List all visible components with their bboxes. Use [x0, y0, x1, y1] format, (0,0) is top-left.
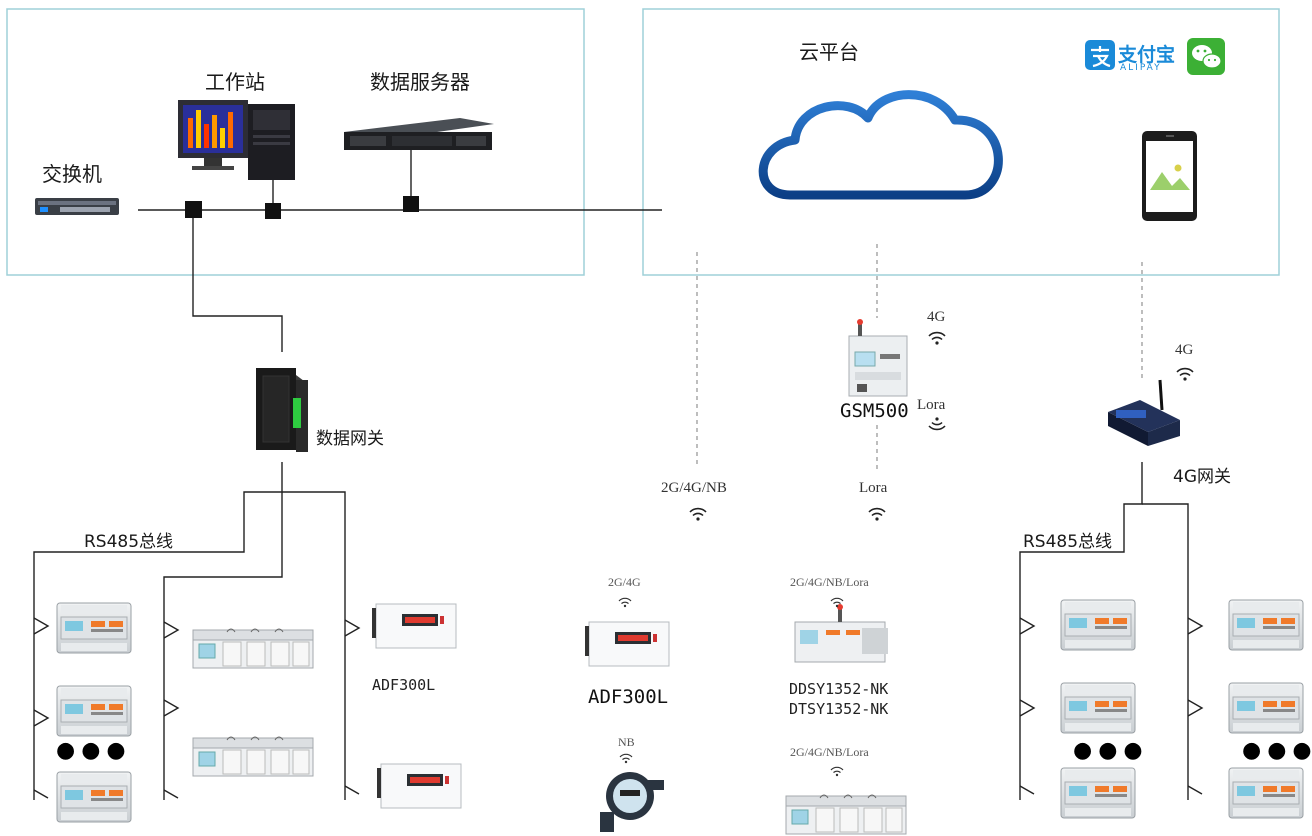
wifi-icon-gateway-4g — [1176, 367, 1194, 382]
wifi-icon-gsm500-lora — [928, 416, 946, 431]
wifi-icon-lora — [868, 507, 886, 522]
node-gateway — [185, 201, 202, 218]
cloud-icon — [758, 90, 1003, 200]
gsm500-4g-label: 4G — [927, 309, 946, 325]
adf300l-left-label: ADF300L — [372, 676, 436, 694]
gsm500-device-icon — [848, 319, 908, 397]
adf300l-wireless — [584, 621, 670, 667]
adf300l-left-2 — [376, 763, 462, 809]
meter-right-6 — [1228, 767, 1304, 819]
cloud-platform-panel — [642, 8, 1280, 276]
wifi-icon-meter-nb — [619, 753, 633, 764]
meter-lora2-label: 2G/4G/NB/Lora — [790, 745, 869, 759]
meter-right-2 — [1060, 682, 1136, 734]
node-workstation — [265, 203, 281, 219]
alipay-logo-icon — [1085, 40, 1115, 70]
rs485-bus-label-right: RS485总线 — [1023, 532, 1113, 552]
gateway-uplink — [192, 218, 283, 352]
gateway-4g-device-icon — [1108, 379, 1180, 446]
meter-lora1-label: 2G/4G/NB/Lora — [790, 575, 869, 589]
rail-meter-wireless — [785, 794, 907, 835]
rs485-bus-left-branch3 — [282, 491, 346, 800]
rs485-bus-label-left: RS485总线 — [84, 532, 174, 552]
gateway-4g-signal-label: 4G — [1175, 342, 1194, 358]
switch-label: 交换机 — [42, 162, 102, 186]
water-meter-icon — [600, 772, 664, 832]
wifi-icon-2g4gnb — [689, 507, 707, 522]
wifi-icon-gsm500-4g — [928, 331, 946, 346]
data-gateway-icon — [256, 368, 308, 452]
meter-right-4 — [1228, 599, 1304, 651]
workstation-icon — [178, 100, 295, 180]
gsm500-name: GSM500 — [840, 400, 909, 422]
link-lora-label: Lora — [859, 480, 888, 496]
rail-meter-left-2 — [192, 736, 314, 777]
rs485-bus-left-branch2 — [163, 492, 283, 800]
meter-right-5 — [1228, 682, 1304, 734]
rail-meter-left-1 — [192, 628, 314, 669]
ddsy-label-line1: DDSY1352-NK — [789, 680, 889, 698]
rs485-bus-right-branch — [1142, 503, 1189, 800]
link-2g4gnb-label: 2G/4G/NB — [661, 480, 727, 496]
meter-left-3 — [56, 771, 132, 823]
ellipsis-right-2: ●●● — [1242, 738, 1312, 763]
adf300l-left-1 — [371, 603, 457, 649]
cloud-platform-title: 云平台 — [799, 40, 859, 64]
ellipsis-left: ●●● — [56, 738, 132, 763]
mobile-phone-icon — [1142, 131, 1197, 221]
node-server — [403, 196, 419, 212]
data-server-label: 数据服务器 — [370, 70, 470, 94]
ellipsis-right-1: ●●● — [1073, 738, 1149, 763]
ddsy-label-line2: DTSY1352-NK — [789, 700, 889, 718]
wechat-logo-icon — [1187, 38, 1225, 75]
data-gateway-label: 数据网关 — [316, 429, 384, 449]
gsm500-lora-label: Lora — [917, 397, 946, 413]
meter-left-1 — [56, 602, 132, 654]
alipay-en: ALIPAY — [1120, 63, 1162, 73]
meter-2g4g-label: 2G/4G — [608, 575, 641, 589]
data-server-icon — [344, 118, 494, 150]
meter-left-2 — [56, 685, 132, 737]
wifi-icon-meter-lora2 — [830, 766, 844, 777]
meter-right-1 — [1060, 599, 1136, 651]
workstation-label: 工作站 — [205, 70, 265, 94]
meter-nb-label: NB — [618, 735, 635, 749]
rs485-bus-left-main — [33, 462, 283, 800]
switch-icon — [35, 198, 119, 215]
gateway-4g-label: 4G网关 — [1173, 467, 1231, 487]
adf300l-mid-label: ADF300L — [588, 686, 669, 708]
rs485-bus-right-main — [1019, 462, 1143, 800]
meter-right-3 — [1060, 767, 1136, 819]
ddsy-meter-icon — [794, 604, 888, 663]
wifi-icon-meter-2g4g — [618, 597, 632, 608]
local-network-panel — [6, 8, 585, 276]
alipay-name: 支付宝 — [1118, 44, 1176, 66]
